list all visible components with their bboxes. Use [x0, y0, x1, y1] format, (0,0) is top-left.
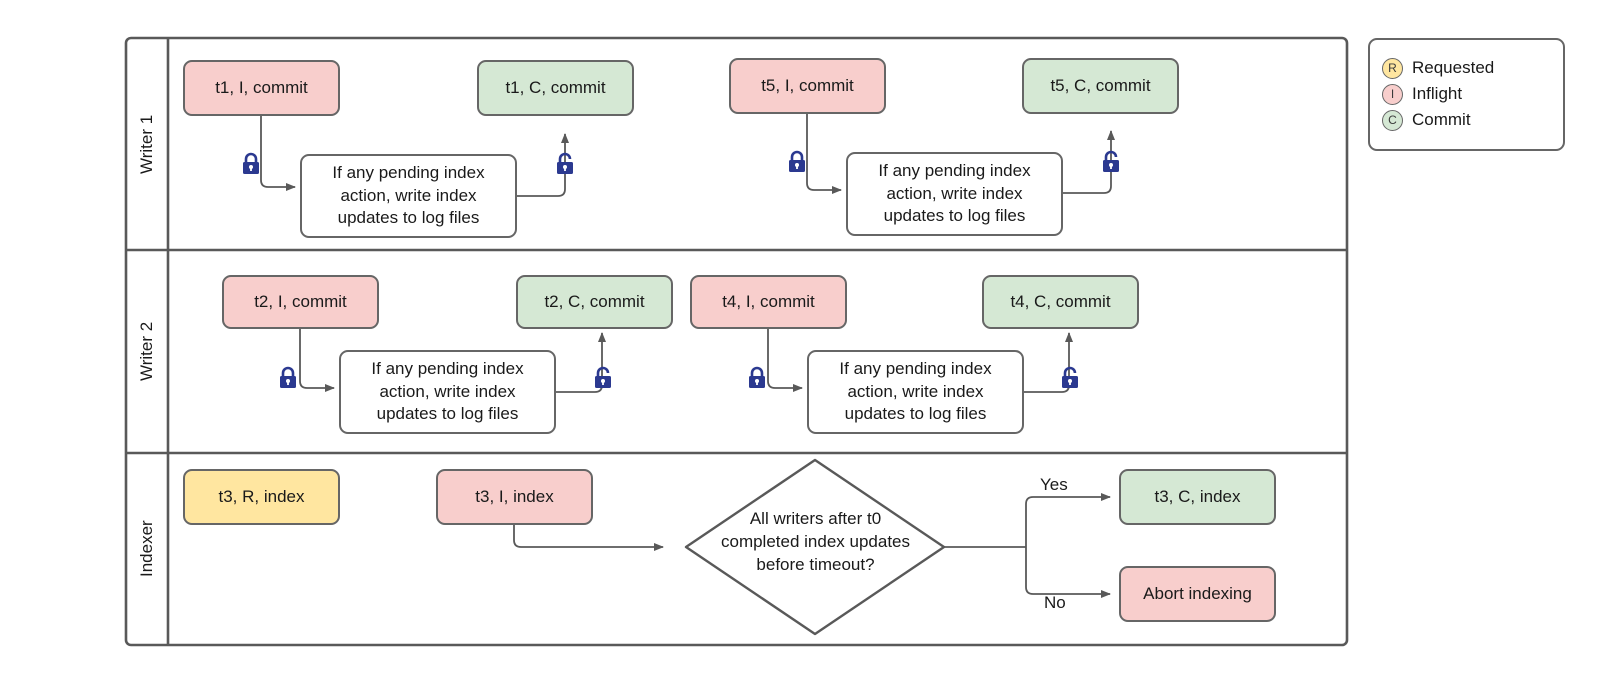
legend-badge-commit-icon: C	[1382, 109, 1403, 131]
legend-label-requested: Requested	[1412, 58, 1495, 77]
lane-label-text: Writer 1	[137, 114, 156, 174]
node-w2-t2-inflight[interactable]: t2, I, commit	[222, 275, 379, 329]
lock-open-icon	[1100, 150, 1122, 174]
lock-open-icon	[554, 152, 576, 176]
legend-label-commit: Commit	[1412, 110, 1471, 129]
node-w2-t4-inflight[interactable]: t4, I, commit	[690, 275, 847, 329]
lock-closed-icon	[277, 366, 299, 390]
edge-label-no: No	[1044, 593, 1066, 612]
node-w1-t1-commit[interactable]: t1, C, commit	[477, 60, 634, 116]
node-w2-t2-commit[interactable]: t2, C, commit	[516, 275, 673, 329]
lock-open-icon	[592, 366, 614, 390]
legend-label-inflight: Inflight	[1412, 84, 1463, 103]
node-w1-t5-commit[interactable]: t5, C, commit	[1022, 58, 1179, 114]
lane-label-text: Indexer	[137, 520, 156, 578]
node-w2-work-left[interactable]: If any pending index action, write index…	[339, 350, 556, 434]
lock-closed-icon	[746, 366, 768, 390]
lock-open-icon	[1059, 366, 1081, 390]
legend-badge-requested-icon: R	[1382, 57, 1403, 79]
node-ix-t3-requested[interactable]: t3, R, index	[183, 469, 340, 525]
node-w1-work-left[interactable]: If any pending index action, write index…	[300, 154, 517, 238]
edge-label-yes: Yes	[1040, 475, 1068, 494]
node-ix-t3-inflight[interactable]: t3, I, index	[436, 469, 593, 525]
lane-label-writer-2: Writer 2	[126, 250, 168, 453]
legend-item-requested: R Requested	[1382, 55, 1494, 81]
node-w2-work-right[interactable]: If any pending index action, write index…	[807, 350, 1024, 434]
legend-item-inflight: I Inflight	[1382, 81, 1462, 107]
lock-closed-icon	[786, 150, 808, 174]
node-w2-t4-commit[interactable]: t4, C, commit	[982, 275, 1139, 329]
node-ix-abort[interactable]: Abort indexing	[1119, 566, 1276, 622]
node-w1-t5-inflight[interactable]: t5, I, commit	[729, 58, 886, 114]
node-w1-t1-inflight[interactable]: t1, I, commit	[183, 60, 340, 116]
lane-label-writer-1: Writer 1	[126, 38, 168, 250]
legend-badge-inflight-icon: I	[1382, 83, 1403, 105]
lane-label-text: Writer 2	[137, 321, 156, 382]
lock-closed-icon	[240, 152, 262, 176]
node-ix-t3-commit[interactable]: t3, C, index	[1119, 469, 1276, 525]
node-w1-work-right[interactable]: If any pending index action, write index…	[846, 152, 1063, 236]
lane-label-indexer: Indexer	[126, 453, 168, 645]
legend-item-commit: C Commit	[1382, 107, 1471, 133]
node-ix-decision-label: All writers after t0 completed index upd…	[720, 509, 911, 574]
